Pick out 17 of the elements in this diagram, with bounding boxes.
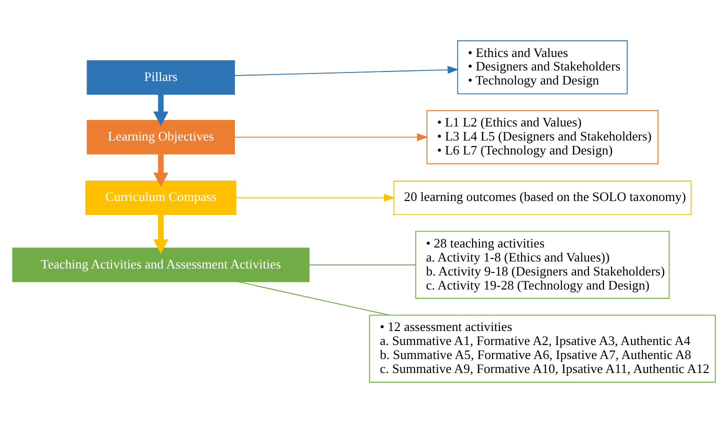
connector — [308, 264, 416, 265]
arrow — [235, 193, 396, 202]
arrow — [234, 132, 428, 141]
node-box: Learning Objectives — [86, 119, 235, 154]
arrow — [153, 154, 168, 186]
node-box: Curriculum Compass — [85, 180, 236, 214]
connector — [238, 280, 390, 316]
node-box: 20 learning outcomes (based on the SOLO taxonomy) — [393, 180, 692, 214]
node-box: • Ethics and Values • Designers and Stakeholders • Technology and Design — [457, 40, 628, 94]
node-box: • 28 teaching activities a. Activity 1-8 (Ethics and Values)) b. Activity 9-18 (Designers and Stakeholders) c. Activity 19-28 (Technology and Design) — [415, 230, 670, 298]
arrow — [153, 94, 168, 126]
node-box: Teaching Activities and Assessment Activities — [12, 247, 310, 282]
arrow — [234, 65, 459, 76]
arrow — [153, 214, 168, 254]
node-box: • 12 assessment activities a. Summative A1, Formative A2, Ipsative A3, Authentic A4 b. Summative A5, Formative A6, Ipsative A7, Authentic A8 c. Summative A9, Formative A10, Ipsative A11, Authentic A12 — [369, 314, 716, 382]
node-box: Pillars — [86, 60, 235, 94]
node-box: • L1 L2 (Ethics and Values) • L3 L4 L5 (Designers and Stakeholders) • L6 L7 (Technology and Design) — [426, 110, 658, 164]
